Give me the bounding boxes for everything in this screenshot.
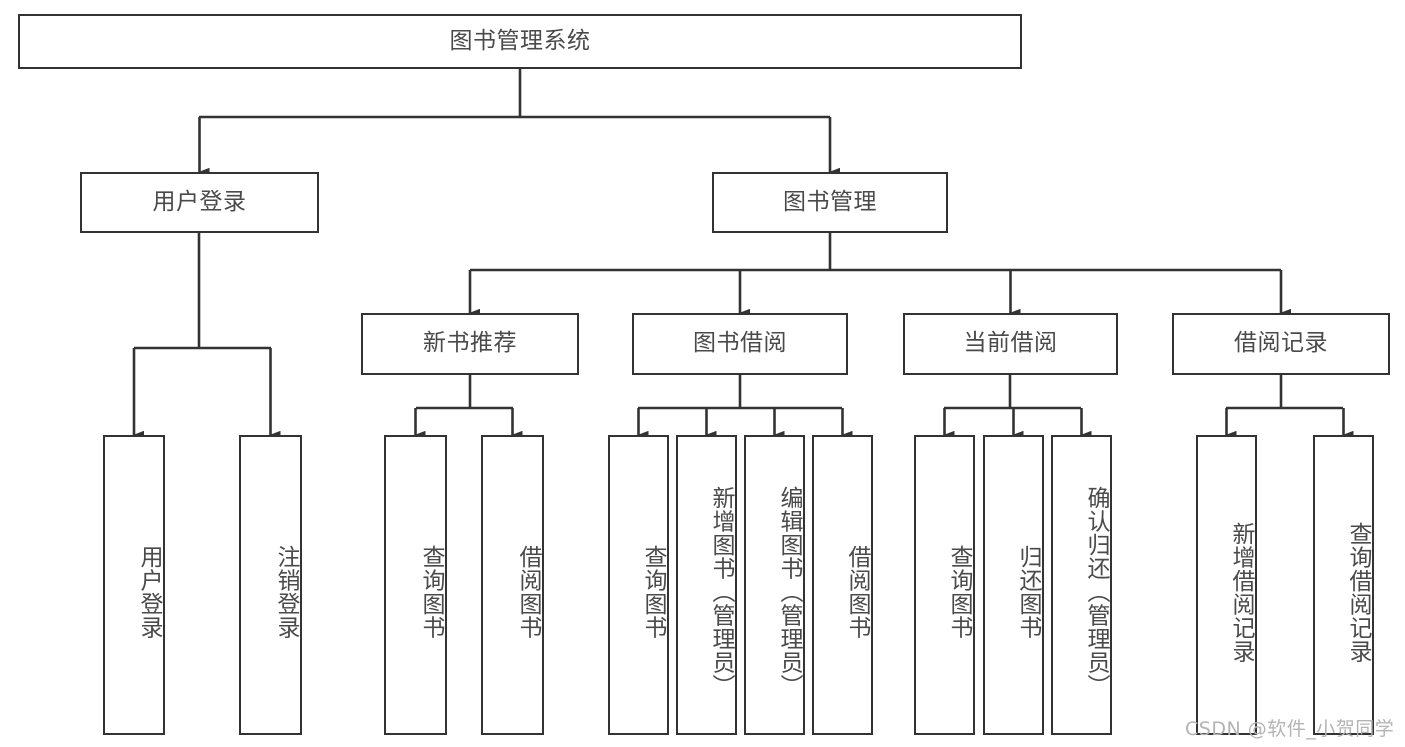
node-user-login[interactable]: 用户登录 (80, 172, 319, 233)
node-label: 借阅图书 (844, 545, 870, 639)
leaf-edit-book[interactable]: 编辑图书（管理员） (744, 435, 805, 735)
node-label: 查询图书 (640, 545, 666, 639)
node-current-borrow[interactable]: 当前借阅 (903, 313, 1118, 375)
leaf-query-book-borrow[interactable]: 查询图书 (608, 435, 669, 735)
leaf-confirm-return[interactable]: 确认归还（管理员） (1051, 435, 1112, 735)
node-label: 新书推荐 (423, 330, 517, 357)
node-label: 新增图书（管理员） (708, 486, 734, 698)
node-label: 当前借阅 (963, 330, 1058, 357)
leaf-return-book[interactable]: 归还图书 (983, 435, 1044, 735)
node-label: 查询图书 (418, 545, 444, 639)
leaf-logout[interactable]: 注销登录 (239, 435, 302, 735)
node-label: 用户登录 (136, 545, 162, 639)
node-borrow-record[interactable]: 借阅记录 (1172, 313, 1390, 375)
node-label: 确认归还（管理员） (1083, 486, 1109, 698)
leaf-add-book[interactable]: 新增图书（管理员） (676, 435, 737, 735)
node-label: 借阅记录 (1234, 330, 1328, 357)
node-label: 查询借阅记录 (1345, 521, 1371, 663)
node-root[interactable]: 图书管理系统 (18, 14, 1022, 69)
leaf-query-book-recommend[interactable]: 查询图书 (384, 435, 447, 735)
node-label: 新增借阅记录 (1228, 521, 1254, 663)
node-label: 图书管理 (783, 188, 877, 215)
leaf-borrow-book-recommend[interactable]: 借阅图书 (481, 435, 544, 735)
node-label: 借阅图书 (515, 545, 541, 639)
leaf-user-login[interactable]: 用户登录 (103, 435, 165, 735)
node-label: 图书管理系统 (449, 27, 591, 54)
node-label: 编辑图书（管理员） (776, 486, 802, 698)
node-label: 查询图书 (946, 545, 972, 639)
node-book-management[interactable]: 图书管理 (712, 172, 948, 233)
watermark: CSDN @软件_小贺同学 (1185, 718, 1395, 740)
leaf-query-book-current[interactable]: 查询图书 (914, 435, 975, 735)
node-label: 注销登录 (273, 545, 299, 639)
node-label: 用户登录 (152, 188, 247, 215)
leaf-add-borrow-record[interactable]: 新增借阅记录 (1196, 435, 1257, 735)
node-label: 归还图书 (1015, 545, 1041, 639)
leaf-borrow-book[interactable]: 借阅图书 (812, 435, 873, 735)
node-label: 图书借阅 (693, 330, 787, 357)
node-book-borrow[interactable]: 图书借阅 (632, 313, 848, 375)
node-new-book-recommend[interactable]: 新书推荐 (361, 313, 579, 375)
leaf-query-borrow-record[interactable]: 查询借阅记录 (1313, 435, 1374, 735)
